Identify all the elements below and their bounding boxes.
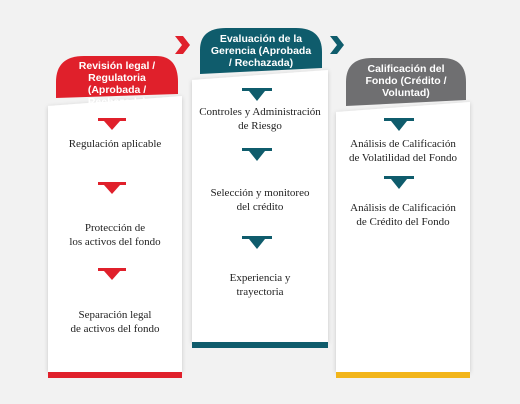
panel-bottom-bar-fund-rating <box>336 372 470 378</box>
panel-management-evaluation <box>192 70 328 342</box>
header-line: Regulatoria <box>88 72 146 84</box>
column-legal-review <box>48 56 182 378</box>
item-credit-analysis: Análisis de Calificación de Crédito del … <box>350 202 456 228</box>
header-fund-rating: Calificación del Fondo (Crédito / Volunt… <box>346 63 466 99</box>
panel-bottom-bar-legal-review <box>48 372 182 378</box>
item-legal-separation: Separación legal de activos del fondo <box>70 309 160 335</box>
header-line: / Rechazada) <box>228 57 294 69</box>
item-risk-controls: Controles y Administración de Riesgo <box>199 106 321 132</box>
down-arrow-icon <box>98 268 126 280</box>
item-volatility-analysis: Análisis de Calificación de Volatilidad … <box>348 138 458 164</box>
panel-fund-rating <box>336 102 470 372</box>
down-arrow-icon <box>242 236 272 249</box>
down-arrow-icon <box>98 182 126 194</box>
header-tab-fund-rating <box>346 58 466 106</box>
header-line: Revisión legal / <box>78 60 156 72</box>
column-fund-rating <box>336 58 470 378</box>
panel-legal-review <box>48 96 182 372</box>
item-regulation: Regulación aplicable <box>68 138 162 150</box>
column-management-evaluation <box>192 28 328 348</box>
header-line: Voluntad) <box>382 87 430 99</box>
item-credit-selection: Selección y monitoreo del crédito <box>210 187 310 213</box>
header-line: Calificación del <box>367 63 445 75</box>
down-arrow-icon <box>242 148 272 161</box>
header-legal-review: Revisión legal / Regulatoria (Aprobada /… <box>58 60 176 108</box>
panel-bottom-bar-management-evaluation <box>192 342 328 348</box>
right-arrow-icon <box>330 36 344 54</box>
header-line: Fondo (Crédito / <box>365 75 447 87</box>
header-management-evaluation: Evaluación de la Gerencia (Aprobada / Re… <box>202 33 320 69</box>
right-arrow-icon <box>175 36 190 54</box>
header-line: Gerencia (Aprobada <box>210 45 312 57</box>
item-asset-protection: Protección de los activos del fondo <box>69 222 161 248</box>
down-arrow-icon <box>384 118 414 131</box>
header-line: Evaluación de la <box>219 33 303 45</box>
header-line: (Aprobada / Rechazada) <box>87 84 147 108</box>
item-experience: Experiencia y trayectoria <box>229 272 291 298</box>
down-arrow-icon <box>384 176 414 189</box>
down-arrow-icon <box>242 88 272 101</box>
header-tab-legal-review <box>56 56 178 98</box>
header-tab-management-evaluation <box>200 28 322 74</box>
down-arrow-icon <box>98 118 126 130</box>
